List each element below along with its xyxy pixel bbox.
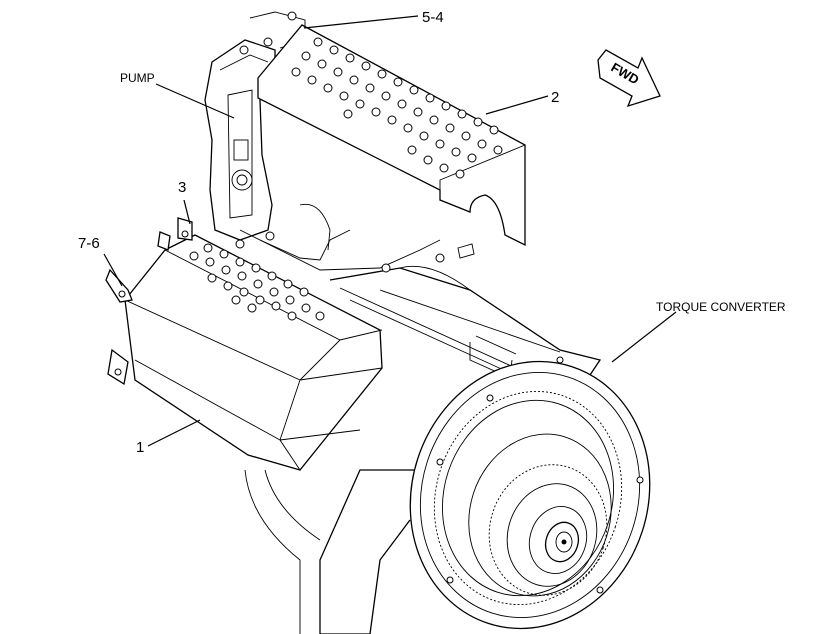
- torque-converter-label: TORQUE CONVERTER: [656, 300, 786, 314]
- callout-7-6: 7-6: [78, 235, 100, 252]
- guard-1-holes: [189, 243, 325, 321]
- pump-label: PUMP: [120, 71, 155, 85]
- callout-2: 2: [551, 89, 559, 106]
- guard-part-2: [257, 24, 526, 247]
- torque-converter: [409, 356, 651, 630]
- callout-5-4: 5-4: [422, 9, 444, 26]
- guard-2-holes: [291, 37, 503, 179]
- guard-part-1: [105, 217, 383, 471]
- callout-3: 3: [178, 179, 186, 196]
- leader-lines: [103, 15, 677, 447]
- fwd-arrow-icon: FWD: [597, 49, 661, 108]
- callout-1: 1: [136, 439, 144, 456]
